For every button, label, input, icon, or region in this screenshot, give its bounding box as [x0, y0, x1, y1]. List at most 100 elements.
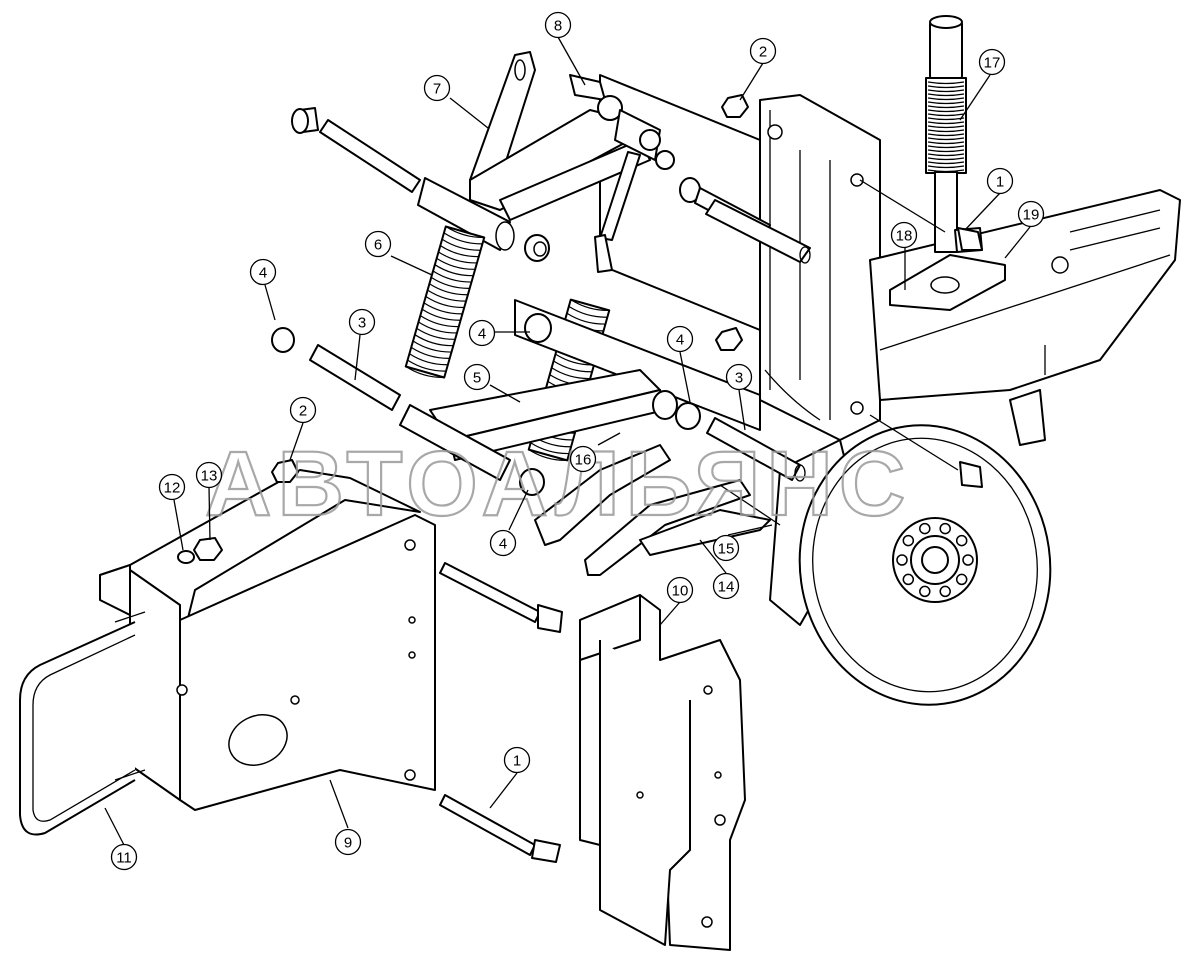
callout-label: 7 — [433, 81, 441, 98]
callout-7: 7 — [423, 74, 451, 102]
callout-label: 3 — [358, 315, 366, 332]
callout-circle — [712, 572, 740, 600]
callout-circle — [110, 843, 138, 871]
upper-rod-right — [679, 177, 811, 264]
callout-circle — [503, 746, 531, 774]
callout-circle — [348, 308, 376, 336]
mount-bracket — [99, 469, 436, 811]
callout-label: 11 — [116, 850, 132, 867]
callout-label: 2 — [299, 403, 307, 420]
callout-circle — [978, 48, 1006, 76]
callout-1: 1 — [503, 746, 531, 774]
nut-13 — [193, 537, 223, 561]
callout-label: 5 — [473, 370, 481, 387]
callout-11: 11 — [110, 843, 138, 871]
bolt-right-low — [869, 414, 983, 488]
callout-label: 1 — [513, 753, 521, 770]
callout-circle — [463, 363, 491, 391]
callout-9: 9 — [334, 828, 362, 856]
callout-circle — [986, 167, 1014, 195]
callout-label: 4 — [478, 326, 486, 343]
callout-2: 2 — [289, 396, 317, 424]
callout-4: 4 — [489, 529, 517, 557]
callout-12: 12 — [158, 473, 186, 501]
callout-16: 16 — [569, 445, 597, 473]
callout-1: 1 — [986, 167, 1014, 195]
coulter-disc — [769, 389, 1052, 706]
callout-label: 4 — [499, 536, 507, 553]
callout-circle — [666, 576, 694, 604]
callout-label: 15 — [718, 541, 735, 558]
callout-circle — [544, 11, 572, 39]
callout-13: 13 — [195, 461, 223, 489]
bolt-right-top — [859, 179, 983, 251]
callout-circle — [890, 221, 918, 249]
callout-circle — [749, 37, 777, 65]
callout-circle — [489, 529, 517, 557]
callout-circle — [364, 230, 392, 258]
callout-circle — [569, 445, 597, 473]
callout-label: 12 — [164, 480, 181, 497]
callout-circle — [1017, 200, 1045, 228]
lower-rod-right — [524, 313, 806, 482]
callout-circle — [195, 461, 223, 489]
spring-left — [404, 225, 486, 379]
callout-label: 4 — [259, 265, 267, 282]
watermark-text: АВТОАЛЬЯНС — [205, 433, 911, 535]
callout-label: 14 — [718, 579, 735, 596]
callout-label: 19 — [1023, 207, 1040, 224]
callout-circle — [468, 319, 496, 347]
callout-label: 13 — [201, 468, 218, 485]
callout-19: 19 — [1017, 200, 1045, 228]
callout-circle — [289, 396, 317, 424]
callout-label: 3 — [735, 370, 743, 387]
callout-label: 4 — [676, 332, 684, 349]
upper-rod-left — [291, 107, 550, 262]
callout-label: 1 — [996, 174, 1004, 191]
turnbuckle — [569, 74, 675, 273]
parallel-arm — [429, 299, 761, 461]
callout-circle — [158, 473, 186, 501]
callout-5: 5 — [463, 363, 491, 391]
callout-3: 3 — [348, 308, 376, 336]
callout-label: 9 — [344, 835, 352, 852]
side-plate — [579, 594, 746, 951]
callout-circle — [712, 534, 740, 562]
callout-3: 3 — [725, 363, 753, 391]
adjust-screw — [925, 15, 983, 253]
callout-2: 2 — [749, 37, 777, 65]
callout-label: 6 — [374, 237, 382, 254]
washer-12 — [177, 550, 195, 564]
callout-label: 2 — [759, 44, 767, 61]
callout-4: 4 — [249, 258, 277, 286]
callout-label: 18 — [896, 228, 913, 245]
gauge-bracket — [534, 444, 781, 576]
callout-circle — [249, 258, 277, 286]
callout-4: 4 — [468, 319, 496, 347]
callout-8: 8 — [544, 11, 572, 39]
callout-circle — [423, 74, 451, 102]
callout-circle — [725, 363, 753, 391]
callout-label: 8 — [554, 18, 562, 35]
leader-lines — [104, 36, 1031, 846]
callout-label: 17 — [984, 55, 1001, 72]
adjust-plate — [889, 254, 1006, 311]
callout-label: 16 — [575, 452, 592, 469]
callout-18: 18 — [890, 221, 918, 249]
u-bolt — [19, 611, 146, 836]
nut-right-mid — [715, 327, 743, 351]
callout-14: 14 — [712, 572, 740, 600]
callout-6: 6 — [364, 230, 392, 258]
callout-17: 17 — [978, 48, 1006, 76]
bolt-lower-mount — [439, 794, 561, 863]
callout-4: 4 — [666, 325, 694, 353]
callout-15: 15 — [712, 534, 740, 562]
callout-label: 10 — [672, 583, 689, 600]
nut-2-upper — [721, 94, 749, 118]
callout-10: 10 — [666, 576, 694, 604]
bolt-upper-mount — [439, 562, 563, 633]
nut-2-lower — [271, 459, 299, 483]
callout-circle — [666, 325, 694, 353]
